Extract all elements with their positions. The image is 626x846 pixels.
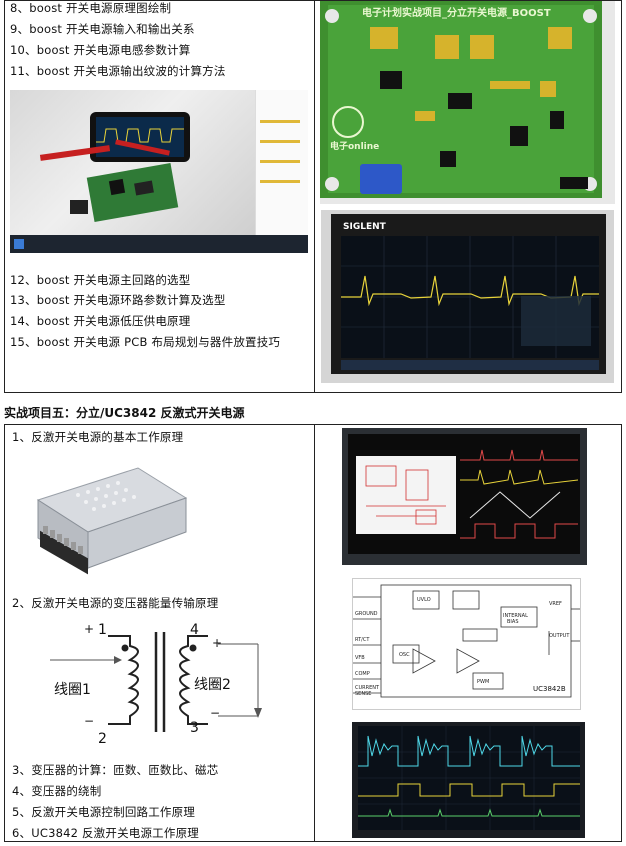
list-item: 13、boost 开关电源环路参数计算及选型: [10, 293, 226, 307]
section5-right-cell: [314, 424, 622, 842]
scope-brand: SIGLENT: [343, 222, 386, 232]
svg-text:OUTPUT: OUTPUT: [549, 633, 570, 639]
waveform-icon: [96, 128, 184, 143]
list-item: 3、变压器的计算：匝数、匝数比、磁芯: [12, 763, 219, 777]
svg-text:COMP: COMP: [355, 671, 370, 677]
list-item: 10、boost 开关电源电感参数计算: [10, 43, 191, 57]
pin-label: −: [210, 706, 221, 720]
lecture-screen-photo: [342, 428, 587, 565]
waveform-icon: [358, 726, 580, 830]
section4-right-cell: [314, 0, 622, 393]
svg-text:VREF: VREF: [549, 601, 562, 607]
boost-pcb-render: 电子计划实战项目_分立开关电源_BOOST 电子online: [320, 1, 615, 204]
waveform-icon: [460, 449, 578, 539]
svg-text:UC3842B: UC3842B: [533, 685, 566, 693]
waveform-icon: [341, 236, 599, 358]
pin-label: 3: [190, 720, 199, 736]
section-heading: 实战项目五：分立/UC3842 反激式开关电源: [4, 406, 245, 420]
power-supply-module-photo: [18, 460, 190, 576]
coil-label: 线圈1: [54, 682, 91, 698]
schematic-icon: [365, 465, 446, 525]
list-item: 4、变压器的绕制: [12, 784, 102, 798]
pin-label: −: [84, 714, 95, 728]
pin-label: +: [212, 636, 223, 650]
svg-text:SENSE: SENSE: [355, 691, 371, 697]
svg-text:BIAS: BIAS: [507, 619, 519, 625]
pcb-logo: 电子online: [330, 142, 380, 152]
pin-label: +: [84, 622, 95, 636]
siglent-scope-photo: SIGLENT: [321, 210, 614, 383]
svg-text:PWM: PWM: [477, 679, 489, 685]
pin-label: 1: [98, 622, 107, 638]
list-item: 5、反激开关电源控制回路工作原理: [12, 805, 196, 819]
flyback-scope-photo: [352, 722, 585, 838]
list-item: 12、boost 开关电源主回路的选型: [10, 273, 191, 287]
list-item: 9、boost 开关电源输入和输出关系: [10, 22, 195, 36]
svg-text:VFB: VFB: [355, 655, 365, 661]
list-item: 14、boost 开关电源低压供电原理: [10, 314, 191, 328]
svg-text:CURRENT: CURRENT: [355, 685, 380, 691]
list-item: 11、boost 开关电源输出纹波的计算方法: [10, 64, 226, 78]
power-supply-icon: [36, 467, 188, 575]
list-item: 1、反激开关电源的基本工作原理: [12, 430, 184, 444]
coil-label: 线圈2: [194, 677, 231, 693]
list-item: 15、boost 开关电源 PCB 布局规划与器件放置技巧: [10, 335, 281, 349]
transformer-diagram: [50, 632, 262, 732]
pin-label: 2: [98, 731, 107, 747]
svg-text:INTERNAL: INTERNAL: [503, 613, 528, 619]
demo-video-screenshot: [10, 90, 308, 253]
pcb-title: 电子计划实战项目_分立开关电源_BOOST: [362, 8, 551, 19]
svg-text:RT/CT: RT/CT: [355, 637, 370, 643]
list-item: 2、反激开关电源的变压器能量传输原理: [12, 596, 219, 610]
list-item: 6、UC3842 反激开关电源工作原理: [12, 826, 199, 840]
list-item: 8、boost 开关电源原理图绘制: [10, 1, 172, 15]
pin-label: 4: [190, 622, 199, 638]
svg-text:UVLO: UVLO: [417, 597, 431, 603]
svg-text:OSC: OSC: [399, 652, 410, 658]
svg-text:GROUND: GROUND: [355, 611, 378, 617]
